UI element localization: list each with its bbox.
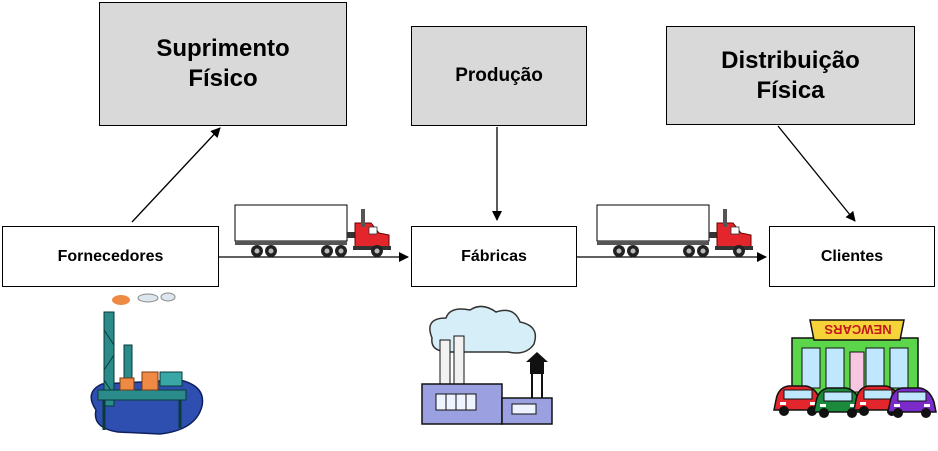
producao-label: Produção xyxy=(455,65,543,86)
distribuicao-line-2: Física xyxy=(756,76,825,104)
suprimento-line-2: Físico xyxy=(188,65,258,92)
suprimento-line-1: Suprimento xyxy=(156,35,290,62)
arrow-to-suprimento xyxy=(131,127,221,223)
factory-icon xyxy=(421,305,553,425)
distribuicao-fisica-box: Distribuição Física xyxy=(666,26,915,125)
clientes-box: Clientes xyxy=(769,226,935,287)
truck-icon-1 xyxy=(234,204,392,258)
car-dealership-icon: NEWCARS xyxy=(773,319,937,419)
truck-icon-2 xyxy=(596,204,754,258)
dealership-sign-text: NEWCARS xyxy=(824,322,891,337)
oil-platform-icon xyxy=(90,292,204,435)
suprimento-fisico-box: Suprimento Físico xyxy=(99,2,347,126)
clientes-label: Clientes xyxy=(820,247,884,265)
fornecedores-label: Fornecedores xyxy=(57,247,164,265)
producao-box: Produção xyxy=(411,26,587,126)
fornecedores-box: Fornecedores xyxy=(2,226,219,287)
purple-car-icon xyxy=(887,387,937,419)
fabricas-label: Fábricas xyxy=(461,247,527,265)
arrow-distribuicao-to-clientes xyxy=(777,125,856,222)
distribuicao-line-1: Distribuição xyxy=(721,46,860,74)
fabricas-box: Fábricas xyxy=(411,226,577,287)
